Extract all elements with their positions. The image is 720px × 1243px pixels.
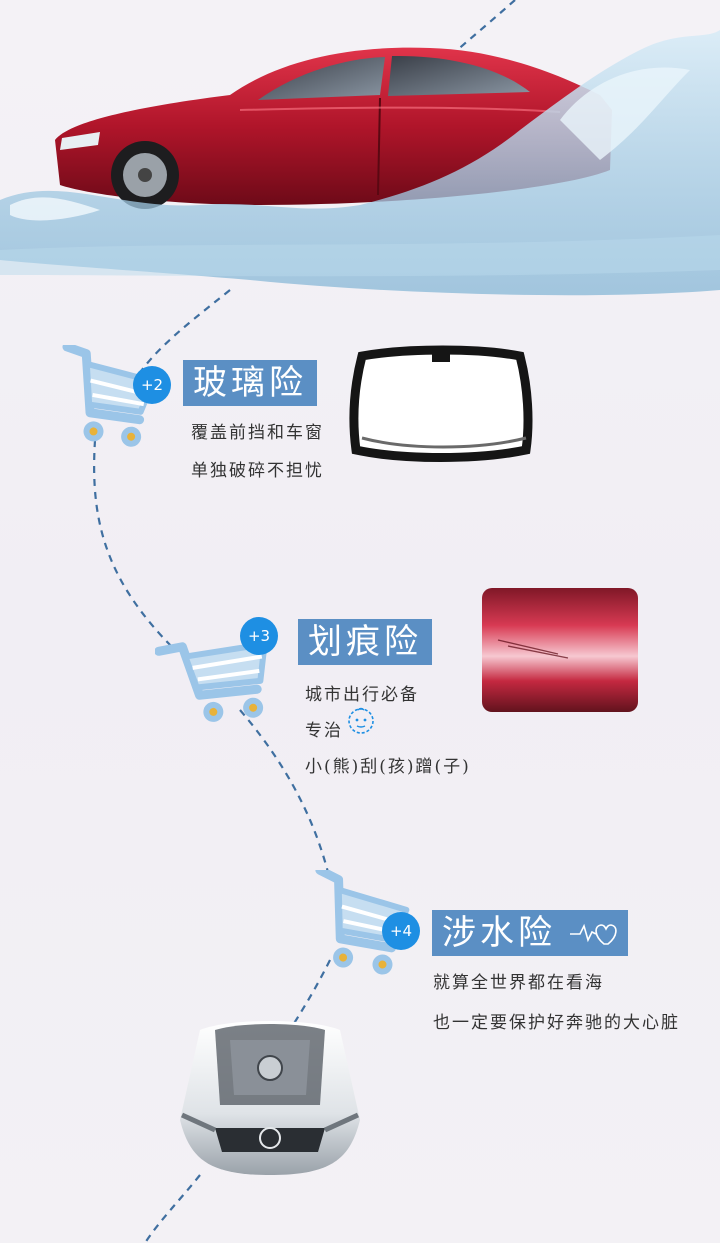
heartbeat-icon xyxy=(570,923,617,945)
badge-plus-4: +4 xyxy=(382,912,420,950)
badge-plus-2: +2 xyxy=(133,366,171,404)
glass-desc-line-2: 单独破碎不担忧 xyxy=(191,461,324,481)
scratch-desc-line-1: 城市出行必备 xyxy=(305,685,419,705)
shopping-cart-icon xyxy=(155,641,268,722)
hero-red-car-splash-image xyxy=(0,30,720,296)
baby-face-icon xyxy=(348,707,374,734)
water-desc-line-2: 也一定要保护好奔驰的大心脏 xyxy=(433,1013,680,1033)
title-scratch-insurance: 划痕险 xyxy=(298,619,432,665)
title-glass-insurance: 玻璃险 xyxy=(183,360,317,406)
water-desc-line-1: 就算全世界都在看海 xyxy=(433,973,604,993)
badge-plus-3: +3 xyxy=(240,617,278,655)
title-water-insurance-text: 涉水险 xyxy=(442,913,556,953)
windshield-image xyxy=(349,345,533,462)
scratched-paint-image xyxy=(482,588,638,712)
glass-desc-line-1: 覆盖前挡和车窗 xyxy=(191,423,324,443)
scratch-desc-line-2: 专治 xyxy=(305,721,343,741)
scratch-desc-line-3: 小(熊)刮(孩)蹭(子) xyxy=(305,757,471,777)
shopping-cart-icon xyxy=(62,345,157,447)
white-car-engine-image xyxy=(180,1021,360,1175)
title-water-insurance: 涉水险 xyxy=(432,910,628,956)
